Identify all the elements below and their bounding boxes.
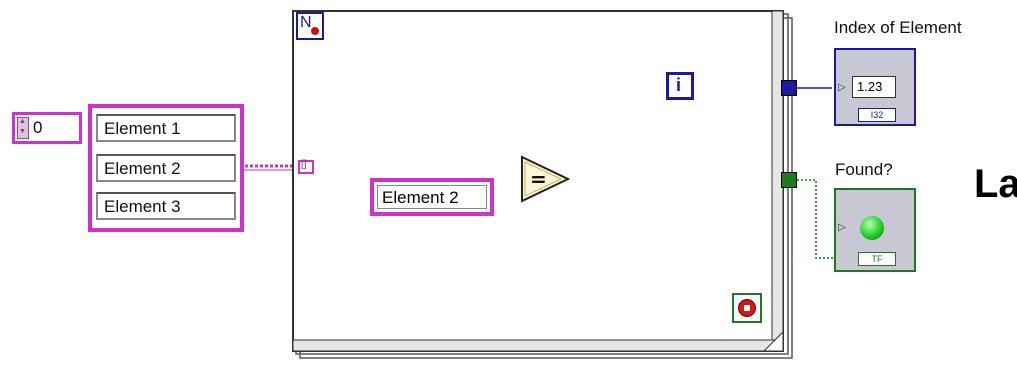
partial-heading-text: La [974,162,1017,206]
string-array-wire[interactable] [240,164,298,171]
decrement-icon[interactable]: ▼ [19,128,26,135]
index-indicator-type: I32 [858,108,896,122]
auto-index-tunnel[interactable]: [] [298,159,314,174]
index-spinner[interactable]: ▲ ▼ [17,117,29,139]
stop-inner-icon [744,305,750,311]
increment-icon[interactable]: ▲ [19,118,26,125]
index-indicator-value: 1.23 [852,76,896,98]
count-terminal-label: N [300,14,312,31]
found-output-tunnel[interactable] [781,172,797,188]
array-index-control[interactable]: ▲ ▼ 0 [12,112,82,144]
iteration-terminal-label: i [676,75,682,95]
array-element[interactable]: Element 2 [96,154,236,182]
loop-count-terminal[interactable]: N [296,12,324,40]
array-element[interactable]: Element 1 [96,114,236,142]
found-indicator-label: Found? [835,160,893,179]
string-array-control[interactable]: Element 1 Element 2 Element 3 [88,104,244,232]
array-index-value[interactable]: 0 [33,118,43,137]
iteration-terminal[interactable]: i [666,72,694,100]
found-indicator[interactable]: ▷ TF [834,188,916,272]
array-brackets-icon: [] [301,159,307,170]
found-indicator-type: TF [858,252,896,266]
stop-condition-terminal[interactable] [732,293,762,323]
string-constant[interactable]: Element 2 [370,178,494,216]
equal-symbol: = [530,167,547,191]
string-constant-value[interactable]: Element 2 [377,185,487,209]
array-element[interactable]: Element 3 [96,192,236,220]
indicator-arrow-icon: ▷ [838,82,846,93]
index-indicator-label: Index of Element [834,18,962,37]
equal-comparison[interactable]: = [520,155,572,203]
stop-dot-icon [311,27,319,35]
indicator-arrow-icon: ▷ [838,222,846,233]
index-indicator[interactable]: ▷ 1.23 I32 [834,48,916,126]
index-output-tunnel[interactable] [781,80,797,96]
led-icon [860,216,884,240]
